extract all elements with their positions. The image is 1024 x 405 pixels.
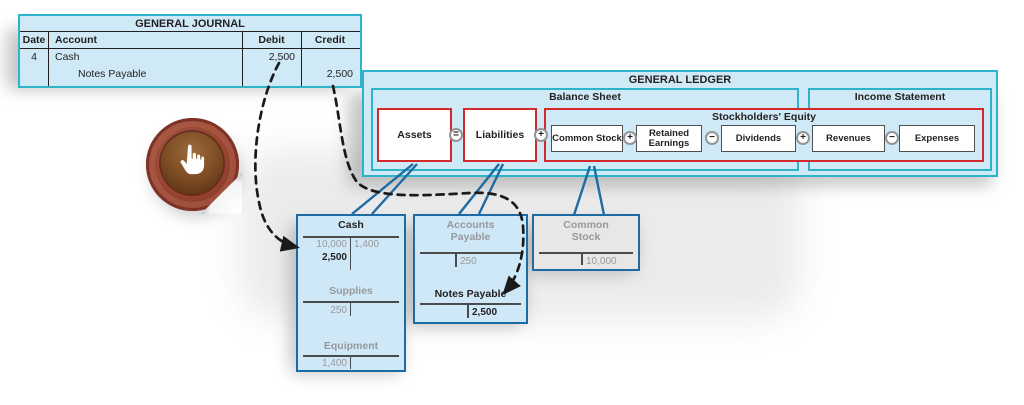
- journal-header-debit: Debit: [258, 34, 285, 46]
- journal-entry-row: Notes Payable 2,500: [20, 66, 360, 83]
- hand-pointer-badge[interactable]: [146, 118, 242, 214]
- retained-earnings-box: Retained Earnings: [636, 125, 702, 152]
- ledger-title: GENERAL LEDGER: [628, 74, 732, 86]
- cash-account-title: Cash: [338, 219, 364, 231]
- plus-operator-icon: +: [623, 131, 637, 145]
- general-ledger-panel: GENERAL LEDGER Balance Sheet Income Stat…: [362, 70, 998, 177]
- expenses-box: Expenses: [899, 125, 975, 152]
- common-stock-box: Common Stock: [551, 125, 623, 152]
- t-account-divider: [349, 355, 352, 369]
- journal-cell-debit: [242, 66, 301, 83]
- equipment-account-title: Equipment: [323, 340, 379, 352]
- journal-header-account: Account: [55, 34, 97, 46]
- plus-symbol: +: [627, 132, 633, 143]
- hand-pointer-icon: [161, 132, 223, 194]
- minus-operator-icon: −: [705, 131, 719, 145]
- t-account-divider: [467, 303, 469, 318]
- t-account-rule: [420, 252, 521, 254]
- notes-payable-credit-value: 2,500: [472, 307, 498, 318]
- minus-operator-icon: −: [885, 131, 899, 145]
- common-stock-label: Common Stock: [552, 132, 622, 144]
- equals-symbol: =: [453, 129, 459, 140]
- cash-credit-value: 1,400: [354, 239, 380, 250]
- journal-column-divider: [242, 32, 244, 86]
- supplies-debit-value: 250: [330, 305, 347, 316]
- journal-header-credit: Credit: [314, 34, 346, 46]
- payables-t-account-box: Accounts Payable 250 Notes Payable 2,500: [413, 214, 528, 324]
- plus-symbol: +: [800, 132, 806, 143]
- t-account-divider: [349, 236, 352, 270]
- income-statement-title: Income Statement: [854, 91, 946, 103]
- revenues-box: Revenues: [812, 125, 885, 152]
- equals-operator-icon: =: [449, 128, 463, 142]
- liabilities-box: Liabilities: [463, 108, 537, 162]
- balance-sheet-title: Balance Sheet: [549, 91, 621, 103]
- assets-label: Assets: [397, 129, 432, 141]
- cash-debit-value-new: 2,500: [321, 252, 347, 263]
- journal-cell-credit: [301, 49, 359, 66]
- t-account-divider: [349, 301, 352, 316]
- journal-column-divider: [48, 32, 50, 86]
- journal-cell-date: 4: [31, 51, 37, 63]
- expenses-label: Expenses: [914, 132, 960, 144]
- journal-title: GENERAL JOURNAL: [20, 16, 360, 32]
- supplies-account-title: Supplies: [329, 285, 373, 297]
- cash-t-account-box: Cash 10,000 1,400 2,500 Supplies 250 Equ…: [296, 214, 406, 372]
- journal-header-date: Date: [22, 34, 46, 46]
- minus-symbol: −: [709, 132, 715, 143]
- hand-pointer-icon: [180, 144, 205, 175]
- t-account-rule: [420, 303, 521, 305]
- t-account-divider: [455, 252, 457, 267]
- journal-cell-account: Cash: [55, 51, 80, 63]
- journal-entry-row: 4 Cash 2,500: [20, 49, 360, 66]
- stockholders-equity-title: Stockholders' Equity: [711, 111, 816, 123]
- t-account-divider: [581, 252, 583, 265]
- accounts-payable-credit-value: 250: [460, 256, 477, 267]
- journal-cell-account: Notes Payable: [78, 68, 147, 80]
- journal-cell-debit: 2,500: [268, 51, 295, 63]
- stockholders-equity-box: Stockholders' Equity Common Stock + Reta…: [544, 108, 984, 162]
- common-stock-t-account-box: Common Stock 10,000: [532, 214, 640, 271]
- journal-cell-date: [20, 66, 48, 83]
- notes-payable-title: Notes Payable: [434, 288, 507, 300]
- dividends-box: Dividends: [721, 125, 796, 152]
- journal-cell-credit: 2,500: [326, 68, 353, 80]
- dividends-label: Dividends: [735, 132, 782, 144]
- common-stock-credit-value: 10,000: [586, 256, 617, 267]
- general-journal-table: GENERAL JOURNAL Date Account Debit Credi…: [18, 14, 362, 88]
- accounts-payable-title: Accounts Payable: [446, 219, 495, 243]
- plus-operator-icon: +: [796, 131, 810, 145]
- minus-symbol: −: [889, 132, 895, 143]
- liabilities-label: Liabilities: [475, 129, 525, 141]
- plus-operator-icon: +: [534, 128, 548, 142]
- t-account-rule: [539, 252, 633, 254]
- revenues-label: Revenues: [826, 132, 871, 144]
- retained-earnings-label: Retained Earnings: [648, 127, 690, 149]
- cash-debit-value: 10,000: [316, 239, 347, 250]
- journal-column-divider: [301, 32, 303, 86]
- assets-box: Assets: [377, 108, 452, 162]
- journal-header-row: Date Account Debit Credit: [20, 32, 360, 49]
- equipment-debit-value: 1,400: [321, 358, 347, 369]
- common-stock-account-title: Common Stock: [563, 219, 609, 243]
- plus-symbol: +: [538, 129, 544, 140]
